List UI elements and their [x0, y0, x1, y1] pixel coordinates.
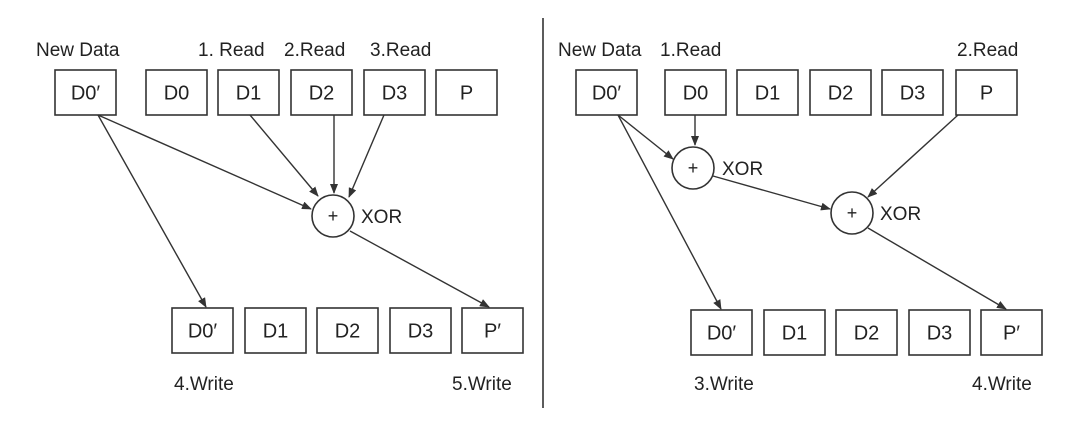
right-bottom-box-d1: [763, 309, 826, 356]
left-bottom-box-new-p-label: P′: [484, 321, 501, 343]
left-panel: New Data 1. Read 2.Read 3.Read D0′ D0 D1…: [36, 40, 524, 395]
right-top-box-d3-label: D3: [900, 83, 926, 105]
right-top-box-new-d0-label: D0′: [592, 83, 622, 105]
left-arrow-newd0-to-write: [97, 114, 207, 308]
left-arrow-newd0-to-xor: [97, 114, 312, 210]
right-arrow-xor1-to-xor2: [712, 175, 831, 211]
left-top-box-p-label: P: [460, 83, 473, 105]
right-arrow-xor2-to-newp: [867, 227, 1007, 310]
left-bottom-box-d3-label: D3: [408, 321, 434, 343]
right-top-box-p-label: P: [980, 83, 993, 105]
left-new-data-label: New Data: [36, 40, 120, 61]
right-write-label-2: 4.Write: [972, 374, 1032, 395]
right-bottom-box-new-p-label: P′: [1003, 323, 1020, 345]
right-bottom-box-d3: [908, 309, 971, 356]
right-top-box-d1: [736, 69, 799, 116]
left-top-box-d2: [290, 69, 353, 116]
right-xor-1-symbol: +: [688, 158, 699, 178]
left-xor-node: [311, 194, 355, 238]
left-arrow-xor-to-newp: [349, 230, 490, 308]
left-top-box-d0-label: D0: [164, 83, 190, 105]
right-top-box-d2: [809, 69, 872, 116]
right-top-box-d1-label: D1: [755, 83, 781, 105]
left-bottom-box-new-p: [461, 307, 524, 354]
right-read-label-2: 2.Read: [957, 40, 1018, 61]
left-top-box-new-d0-label: D0′: [71, 83, 101, 105]
left-top-box-p: [435, 69, 498, 116]
right-bottom-box-new-d0: [690, 309, 753, 356]
right-bottom-box-d3-label: D3: [927, 323, 953, 345]
right-bottom-box-d2-label: D2: [854, 323, 880, 345]
left-read-label-3: 3.Read: [370, 40, 431, 61]
right-xor-node-1: [671, 146, 715, 190]
left-read-label-1: 1. Read: [198, 40, 265, 61]
right-xor-node-2: [830, 191, 874, 235]
right-new-data-label: New Data: [558, 40, 642, 61]
left-xor-symbol: +: [328, 206, 339, 226]
left-top-box-d3-label: D3: [382, 83, 408, 105]
left-top-box-d1: [217, 69, 280, 116]
right-arrow-newd0-to-write: [617, 114, 722, 310]
left-read-label-2: 2.Read: [284, 40, 345, 61]
left-write-label-1: 4.Write: [174, 374, 234, 395]
right-read-label-1: 1.Read: [660, 40, 721, 61]
right-panel: New Data 1.Read 2.Read D0′ D0 D1 D2 D3 P…: [558, 40, 1043, 395]
left-top-box-d1-label: D1: [236, 83, 262, 105]
left-bottom-box-d1: [244, 307, 307, 354]
right-arrow-newd0-to-xor1: [617, 114, 674, 160]
right-top-box-new-d0: [575, 69, 638, 116]
left-bottom-box-new-d0: [171, 307, 234, 354]
right-top-box-d2-label: D2: [828, 83, 854, 105]
right-bottom-box-d1-label: D1: [782, 323, 808, 345]
right-top-box-d3: [881, 69, 944, 116]
right-top-box-p: [955, 69, 1018, 116]
left-bottom-box-d1-label: D1: [263, 321, 289, 343]
left-top-box-d0: [145, 69, 208, 116]
right-bottom-box-new-d0-label: D0′: [707, 323, 737, 345]
right-arrow-p-to-xor2: [867, 114, 959, 198]
left-bottom-box-d2-label: D2: [335, 321, 361, 343]
right-write-label-1: 3.Write: [694, 374, 754, 395]
left-arrow-d3-to-xor: [348, 114, 385, 198]
left-bottom-box-d3: [389, 307, 452, 354]
left-write-label-2: 5.Write: [452, 374, 512, 395]
right-xor-2-label: XOR: [880, 204, 921, 225]
left-top-box-d3: [363, 69, 426, 116]
left-top-box-new-d0: [54, 69, 117, 116]
right-bottom-box-new-p: [980, 309, 1043, 356]
left-bottom-box-d2: [316, 307, 379, 354]
left-bottom-box-new-d0-label: D0′: [188, 321, 218, 343]
right-top-box-d0: [664, 69, 727, 116]
right-bottom-box-d2: [835, 309, 898, 356]
right-xor-1-label: XOR: [722, 159, 763, 180]
left-top-box-d2-label: D2: [309, 83, 335, 105]
right-xor-2-symbol: +: [847, 203, 858, 223]
left-xor-label: XOR: [361, 207, 402, 228]
right-top-box-d0-label: D0: [683, 83, 709, 105]
left-arrow-d1-to-xor: [249, 114, 319, 197]
